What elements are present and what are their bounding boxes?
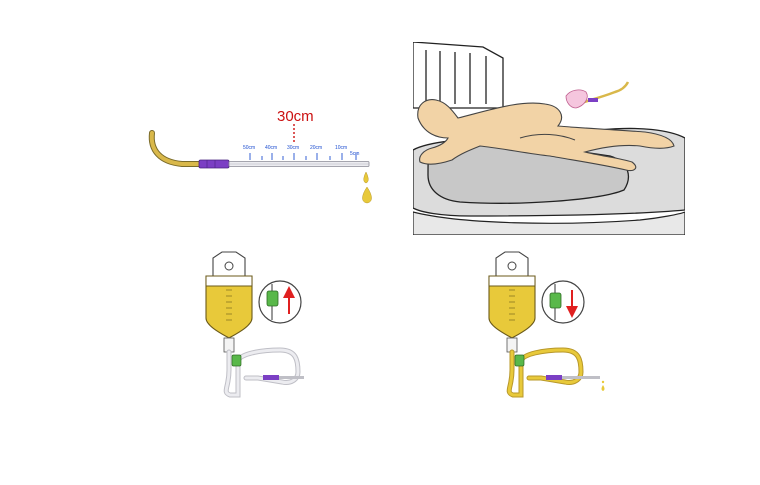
tube-connector xyxy=(546,375,562,380)
clamp-inline xyxy=(514,354,525,367)
clamp-closed-inset-icon xyxy=(541,280,585,324)
scene-connector xyxy=(588,98,598,102)
headboard xyxy=(413,42,504,109)
drainage-panel-clamp-open xyxy=(205,251,304,398)
clamp-inline xyxy=(231,354,242,367)
drainage-panel-clamp-closed xyxy=(488,251,605,398)
catheter-icon xyxy=(148,130,370,169)
catheter-panel: 30cm 50cm 4 xyxy=(148,108,372,204)
scale-label: 10cm xyxy=(335,145,347,151)
drainage-bag-icon xyxy=(205,251,253,353)
scale-label: 50cm xyxy=(243,145,255,151)
drainage-bag-icon xyxy=(488,251,536,353)
scale-label: 20cm xyxy=(310,145,322,151)
length-scale xyxy=(249,153,357,160)
length-label: 30cm xyxy=(277,108,314,125)
clamp-open-inset-icon xyxy=(258,280,302,324)
scene-hand xyxy=(565,89,588,109)
scale-label: 30cm xyxy=(287,145,299,151)
drip-drops-icon xyxy=(362,171,372,204)
patient-illustration xyxy=(417,99,675,172)
scale-label: 40cm xyxy=(265,145,277,151)
scale-labels: 50cm 40cm 30cm 20cm 10cm 5cm xyxy=(243,145,359,157)
bed-base xyxy=(413,211,685,235)
drip-drops-icon xyxy=(601,380,605,391)
tube-connector xyxy=(263,375,279,380)
patient-scene xyxy=(413,42,685,235)
scale-label: 5cm xyxy=(350,151,359,157)
